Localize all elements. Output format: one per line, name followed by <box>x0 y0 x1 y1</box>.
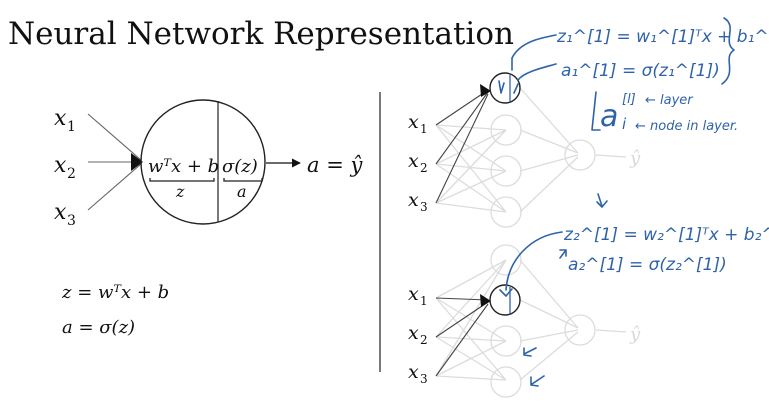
svg-text:x: x <box>54 106 67 131</box>
neuron-output: a = ŷ <box>307 153 363 177</box>
edge-x3 <box>87 163 142 211</box>
layer-note: ← layer <box>645 93 694 108</box>
svg-text:x: x <box>408 150 419 172</box>
svg-text:x: x <box>408 189 419 211</box>
svg-text:x: x <box>408 361 419 383</box>
svg-text:2: 2 <box>420 333 428 347</box>
network-bottom: ŷ x 1 x 2 x 3 <box>408 244 641 398</box>
svg-text:3: 3 <box>420 372 428 386</box>
svg-text:x: x <box>408 283 419 305</box>
edge-x1 <box>87 113 142 161</box>
bottom-output: ŷ <box>629 324 641 345</box>
bottom-input-x1: x 1 <box>408 283 428 308</box>
node-note: ← node in layer. <box>635 119 738 134</box>
svg-text:x: x <box>408 322 419 344</box>
input-arrowhead <box>131 153 143 171</box>
top-input-x1: x 1 <box>408 111 428 136</box>
bottom-input-x3: x 3 <box>408 361 428 386</box>
notation-l: [l] <box>622 92 636 107</box>
linear-brace <box>149 178 215 182</box>
single-neuron-diagram: x 1 x 2 x 3 wᵀx + b z σ(z) a a = ŷ <box>54 99 363 229</box>
linear-label: z <box>175 182 185 201</box>
z2-annotation: z₂^[1] = w₂^[1]ᵀx + b₂^[1] <box>563 225 769 245</box>
activation-brace <box>223 178 263 182</box>
svg-text:x: x <box>54 153 67 178</box>
svg-text:1: 1 <box>67 119 76 135</box>
top-highlight-node <box>489 72 521 104</box>
bottom-arrowhead <box>480 294 491 307</box>
neuron-input-x2: x 2 <box>54 153 76 182</box>
activation-part: σ(z) <box>222 156 258 177</box>
z1-annotation: z₁^[1] = w₁^[1]ᵀx + b₁^[1] <box>556 27 769 47</box>
neuron-circle <box>140 99 266 225</box>
a-equation: a = σ(z) <box>62 317 135 338</box>
svg-text:x: x <box>54 200 67 225</box>
top-output: ŷ <box>629 148 641 169</box>
handwritten-annotations: z₁^[1] = w₁^[1]ᵀx + b₁^[1] a₁^[1] = σ(z₁… <box>499 17 769 387</box>
network-top: ŷ x 1 x 2 x 3 <box>408 72 641 228</box>
bottom-input-x2: x 2 <box>408 322 428 347</box>
bottom-highlight-node <box>489 284 521 316</box>
svg-text:1: 1 <box>420 122 428 136</box>
neuron-input-x3: x 3 <box>54 200 76 229</box>
svg-text:3: 3 <box>420 200 428 214</box>
linear-part: wᵀx + b <box>148 156 219 177</box>
svg-text:2: 2 <box>420 161 428 175</box>
notation-a: a <box>600 99 618 134</box>
top-input-x2: x 2 <box>408 150 428 175</box>
notation-i: i <box>622 115 627 133</box>
annotation-brace <box>721 17 735 85</box>
z-equation: z = wᵀx + b <box>61 282 169 303</box>
annotation-pointer-top <box>511 34 557 71</box>
svg-text:x: x <box>408 111 419 133</box>
slide-title: Neural Network Representation <box>8 16 514 52</box>
notation-bracket <box>591 91 601 131</box>
svg-text:3: 3 <box>67 213 76 229</box>
top-input-x3: x 3 <box>408 189 428 214</box>
annotation-pointer-bottom <box>505 231 563 291</box>
top-arrowhead <box>480 84 491 97</box>
svg-text:2: 2 <box>67 166 76 182</box>
activation-label: a <box>237 182 247 201</box>
svg-text:1: 1 <box>420 294 428 308</box>
a2-annotation: a₂^[1] = σ(z₂^[1]) <box>568 255 727 275</box>
neuron-input-x1: x 1 <box>54 106 76 135</box>
a1-annotation: a₁^[1] = σ(z₁^[1]) <box>561 61 720 81</box>
